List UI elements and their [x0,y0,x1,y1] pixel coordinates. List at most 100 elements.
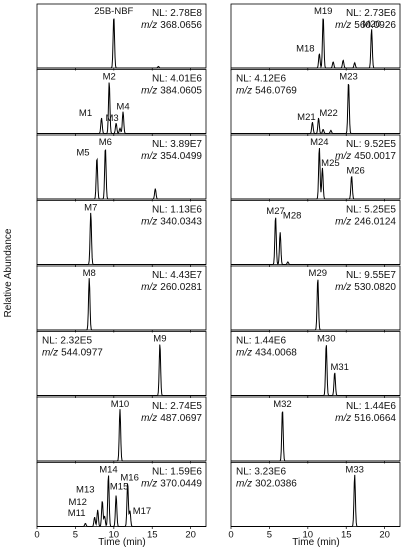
chromatogram-trace [231,279,400,331]
peak-label: M26 [346,166,364,177]
mz-prefix: m/z [141,86,157,97]
chromatogram-trace [37,82,206,134]
peak-label: M19 [314,6,332,17]
mz-prefix: m/z [42,348,58,359]
mz-value: 370.0449 [160,479,202,490]
chromatogram-trace [37,149,206,200]
peak-label: M28 [283,210,301,221]
peak-label: M15 [110,481,128,492]
nl-value: NL: 2.74E5 [152,401,202,412]
mz-value: 340.0343 [160,217,202,228]
peak-label: M5 [76,147,89,158]
chromatogram-trace [37,475,206,527]
nl-value: NL: 3.23E6 [236,467,286,478]
chromatogram-trace [231,217,400,265]
x-axis-label-left: Time (min) [98,537,145,548]
mz-value: 560.0926 [354,20,396,31]
nl-value: NL: 1.59E6 [152,467,202,478]
peak-label: M30 [317,334,335,345]
mz-value: 546.0769 [255,86,297,97]
x-tick-label: 10 [109,530,120,541]
mz-value: 530.0820 [354,282,396,293]
x-tick-label: 15 [147,530,158,541]
chromatogram-trace [37,344,206,396]
peak-label: M2 [103,72,116,83]
x-tick-label: 5 [73,530,78,541]
nl-value: NL: 1.13E6 [152,205,202,216]
peak-label: M32 [273,399,291,410]
nl-value: NL: 1.44E6 [346,401,396,412]
mz-prefix: m/z [335,413,351,424]
x-tick-label: 5 [267,530,272,541]
nl-value: NL: 4.01E6 [152,74,202,85]
mz-value: 384.0605 [160,86,202,97]
mz-prefix: m/z [236,348,252,359]
chromatogram-trace [231,345,400,396]
mz-value: 487.0697 [160,413,202,424]
mz-value: 368.0656 [160,20,202,31]
peak-label: M14 [99,465,117,476]
mz-prefix: m/z [335,217,351,228]
chromatogram-trace [231,84,400,135]
x-tick-label: 10 [303,530,314,541]
peak-label: M7 [84,203,97,214]
peak-label: M16 [120,472,138,483]
peak-label: M6 [99,137,112,148]
x-tick-label: 20 [379,530,390,541]
peak-label: M8 [83,268,96,279]
mz-value: 450.0017 [354,151,396,162]
mz-value: 544.0977 [61,348,103,359]
peak-label: M23 [339,72,357,83]
peak-label: M12 [68,497,86,508]
mz-prefix: m/z [141,479,157,490]
peak-label: M24 [310,137,328,148]
mz-prefix: m/z [141,282,157,293]
x-tick-label: 20 [185,530,196,541]
peak-label: M33 [345,465,363,476]
nl-value: NL: 1.44E6 [236,336,286,347]
nl-value: NL: 4.43E7 [152,270,202,281]
peak-label: M11 [68,508,86,519]
mz-value: 516.0664 [354,413,396,424]
peak-label: M22 [319,108,337,119]
mz-value: 302.0386 [255,479,297,490]
mz-prefix: m/z [335,20,351,31]
chromatogram-trace [37,278,206,331]
peak-label: M9 [153,334,166,345]
mz-prefix: m/z [141,151,157,162]
x-axis-label-right: Time (min) [292,537,339,548]
nl-value: NL: 2.32E5 [42,336,92,347]
mz-prefix: m/z [335,282,351,293]
mz-value: 434.0068 [255,348,297,359]
nl-value: NL: 5.25E5 [346,205,396,216]
mz-prefix: m/z [236,86,252,97]
x-tick-label: 0 [34,530,39,541]
peak-label: M17 [133,506,151,517]
mz-prefix: m/z [141,20,157,31]
